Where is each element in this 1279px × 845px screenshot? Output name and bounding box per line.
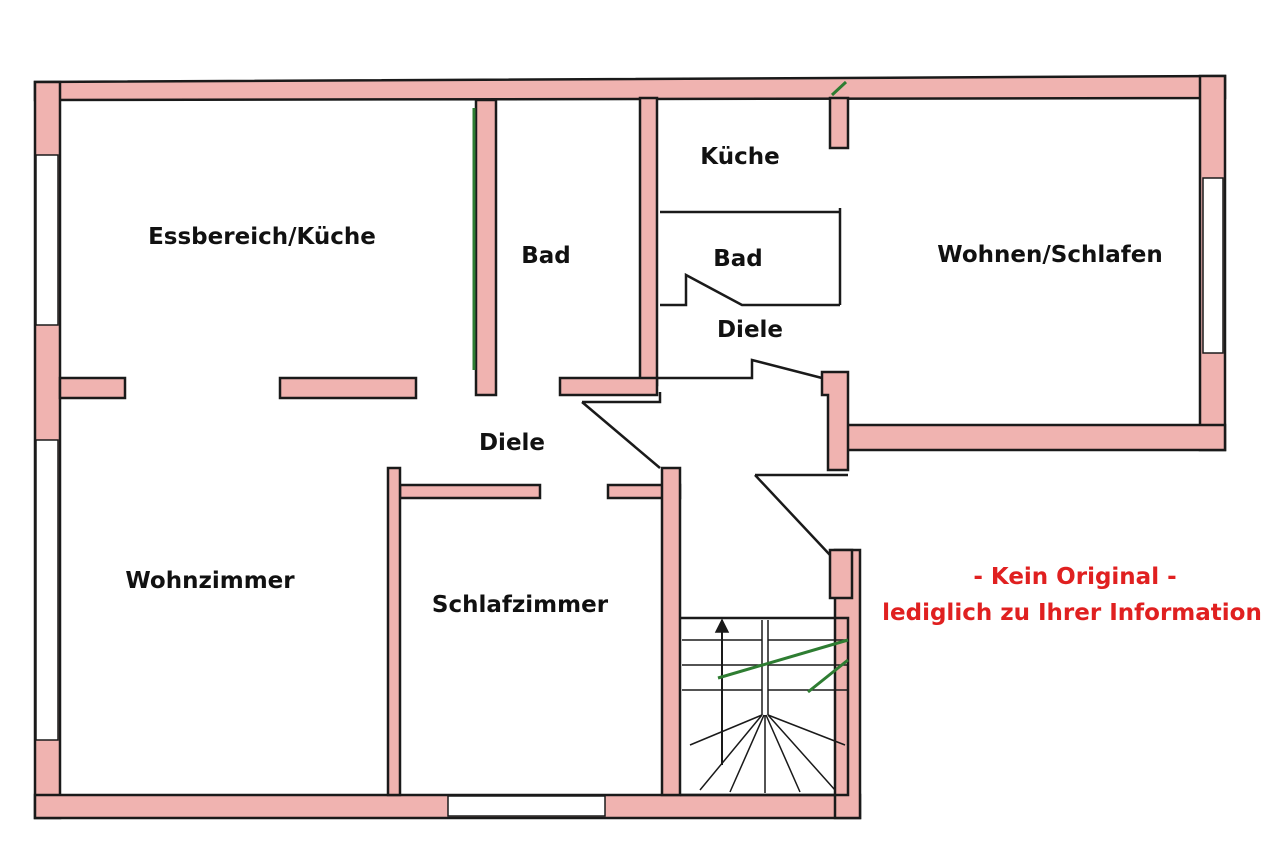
- wall-wing-west-lower: [820, 370, 850, 472]
- label-bad-left: Bad: [521, 243, 571, 269]
- wall-left-horizontal: [58, 376, 127, 400]
- notice-line-1: - Kein Original -: [973, 564, 1176, 590]
- stair: [682, 618, 848, 793]
- window-bottom: [447, 795, 606, 817]
- label-essbereich: Essbereich/Küche: [148, 224, 376, 250]
- green-tick-top: [830, 80, 848, 97]
- green-markings: [472, 80, 849, 694]
- stair-frame: [680, 616, 850, 797]
- walls: [33, 74, 1227, 820]
- window-right: [1202, 177, 1224, 354]
- notice: - Kein Original - lediglich zu Ihrer Inf…: [882, 564, 1262, 626]
- wall-bad-east: [638, 96, 659, 387]
- diele-diagonal-west: [581, 392, 662, 469]
- label-diele-center: Diele: [479, 430, 545, 456]
- wall-wing-west: [828, 96, 850, 150]
- green-line-stair: [717, 638, 849, 680]
- label-diele-right: Diele: [717, 317, 783, 343]
- label-wohnzimmer: Wohnzimmer: [125, 568, 295, 594]
- label-bad-right: Bad: [713, 246, 763, 272]
- window-left-lower: [35, 439, 59, 741]
- label-kueche: Küche: [700, 144, 779, 170]
- bad-right-south: [660, 272, 840, 307]
- stair-treads: [682, 639, 848, 793]
- wall-top: [33, 74, 1227, 102]
- wall-schlafzimmer-west: [386, 466, 402, 797]
- window-left-upper: [35, 154, 59, 326]
- notice-line-2: lediglich zu Ihrer Information: [882, 600, 1262, 626]
- wall-bad-south: [558, 376, 659, 397]
- windows: [35, 154, 1224, 817]
- label-wohnen-schlafen: Wohnen/Schlafen: [937, 242, 1162, 268]
- wall-bottom-right-wing: [828, 423, 1227, 452]
- wall-mid-horizontal: [278, 376, 418, 400]
- diele-diagonal-east: [754, 473, 848, 556]
- stair-arrow-head: [714, 618, 730, 633]
- wall-essbereich-east: [474, 98, 498, 397]
- wall-lobby-stub: [828, 548, 854, 600]
- wall-schlafzimmer-north-a: [398, 483, 542, 500]
- green-line-stair-short: [807, 658, 849, 694]
- diele-right-south: [657, 358, 823, 380]
- wall-schlafzimmer-east: [660, 466, 682, 797]
- thin-partitions: [581, 208, 850, 797]
- room-labels: Essbereich/Küche Bad Küche Bad Wohnen/Sc…: [125, 144, 1162, 618]
- label-schlafzimmer: Schlafzimmer: [432, 592, 609, 618]
